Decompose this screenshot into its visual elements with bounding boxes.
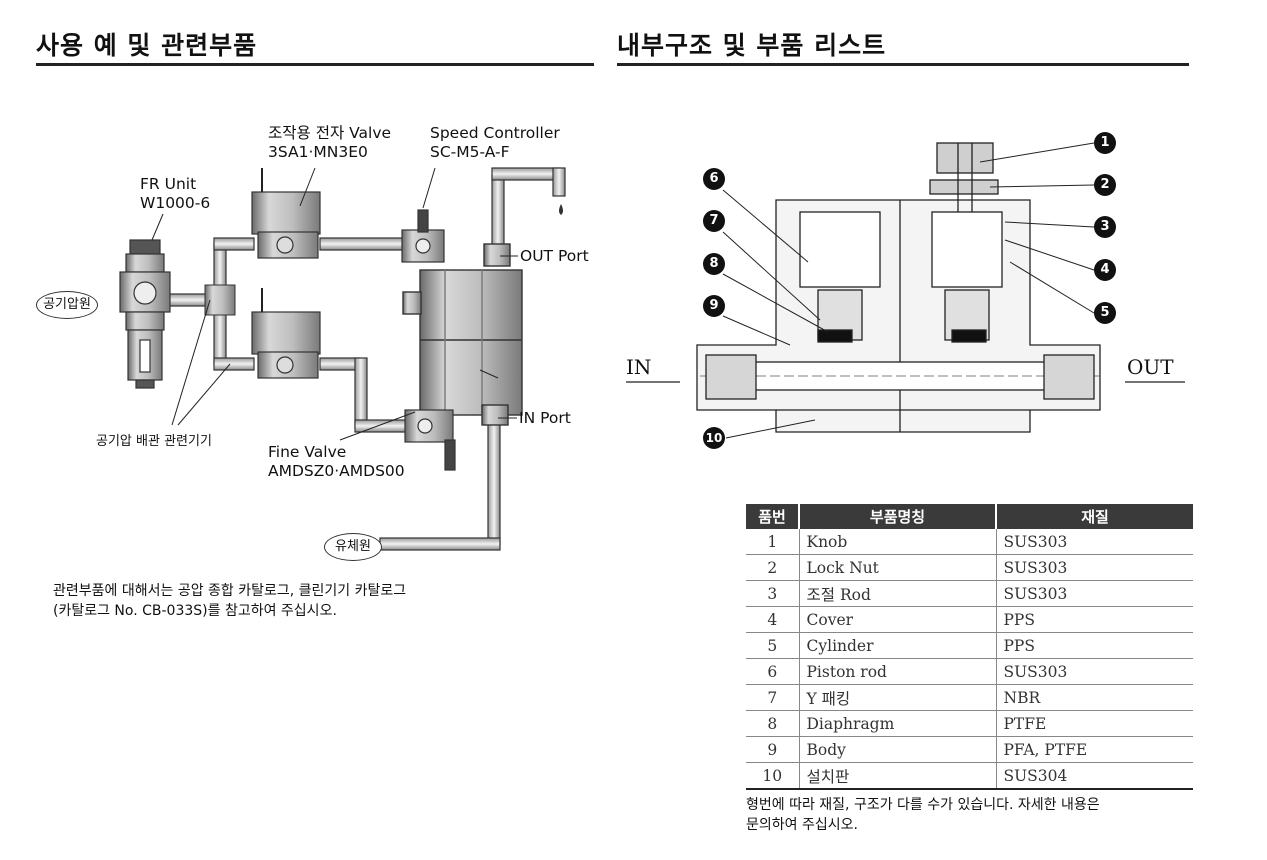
part-name: Body: [799, 736, 997, 763]
right-note-line-1: 형번에 따라 재질, 구조가 다를 수가 있습니다. 자세한 내용은: [746, 797, 1100, 813]
part-name: 조절 Rod: [799, 580, 997, 607]
callout-9: 9: [703, 295, 725, 317]
left-title-rule: [36, 63, 594, 66]
part-no: 6: [746, 658, 800, 685]
solenoid-valve-lower-drawing: [251, 288, 321, 379]
right-section-title: 내부구조 및 부품 리스트: [617, 31, 887, 60]
part-name: Piston rod: [799, 658, 997, 685]
air-source-oval: 공기압원: [36, 291, 98, 319]
part-name: Knob: [799, 529, 997, 555]
part-name: Y 패킹: [799, 684, 997, 711]
out-label: OUT: [1127, 355, 1174, 379]
callout-8: 8: [703, 253, 725, 275]
part-material: SUS304: [996, 762, 1193, 790]
left-note-line-2: (카탈로그 No. CB-033S)를 참고하여 주십시오.: [53, 603, 337, 619]
part-no: 3: [746, 580, 800, 607]
part-material: PPS: [996, 606, 1193, 633]
speed-controller-drawing: [401, 209, 445, 263]
part-material: SUS303: [996, 554, 1193, 581]
main-valve-drawing: [402, 243, 523, 426]
part-no: 1: [746, 529, 800, 555]
header-material: 재질: [996, 504, 1193, 529]
left-section-title: 사용 예 및 관련부품: [36, 31, 258, 60]
callout-2: 2: [1094, 174, 1116, 196]
part-name: Diaphragm: [799, 710, 997, 737]
callout-7: 7: [703, 210, 725, 232]
part-no: 7: [746, 684, 800, 711]
left-note-line-1: 관련부품에 대해서는 공압 종합 카탈로그, 클린기기 카탈로그: [53, 583, 407, 599]
part-no: 9: [746, 736, 800, 763]
part-no: 5: [746, 632, 800, 659]
part-no: 10: [746, 762, 800, 790]
header-part-no: 품번: [746, 504, 800, 529]
callout-5: 5: [1094, 302, 1116, 324]
fine-valve-model: AMDSZ0·AMDS00: [268, 462, 405, 480]
fine-valve-title: Fine Valve: [268, 443, 347, 461]
right-title-rule: [617, 63, 1189, 66]
callout-1: 1: [1094, 132, 1116, 154]
part-material: SUS303: [996, 529, 1193, 555]
piping-parts-label: 공기압 배관 관련기기: [96, 434, 212, 449]
part-name: Cylinder: [799, 632, 997, 659]
part-material: PTFE: [996, 710, 1193, 737]
speed-controller-model: SC-M5-A-F: [430, 143, 510, 161]
callout-6: 6: [703, 168, 725, 190]
pipe-fr-tee: [164, 293, 211, 307]
speed-controller-title: Speed Controller: [430, 124, 560, 142]
fr-unit-title: FR Unit: [140, 175, 197, 193]
fluid-source-oval: 유체원: [324, 533, 382, 561]
part-no: 8: [746, 710, 800, 737]
part-name: Lock Nut: [799, 554, 997, 581]
fr-unit-drawing: [119, 239, 171, 389]
header-part-name: 부품명칭: [799, 504, 997, 529]
callout-10: 10: [703, 427, 725, 449]
part-name: Cover: [799, 606, 997, 633]
part-material: NBR: [996, 684, 1193, 711]
part-material: SUS303: [996, 580, 1193, 607]
part-name: 설치판: [799, 762, 997, 790]
part-material: PFA, PTFE: [996, 736, 1193, 763]
right-note-line-2: 문의하여 주십시오.: [746, 817, 858, 833]
fine-valve-drawing: [404, 409, 456, 471]
solenoid-valve-model: 3SA1·MN3E0: [268, 143, 368, 161]
in-port-label: IN Port: [519, 409, 571, 427]
parts-table-header: 품번 부품명칭 재질: [746, 504, 1193, 529]
fr-unit-model: W1000-6: [140, 194, 211, 212]
solenoid-valve-title: 조작용 전자 Valve: [268, 124, 392, 142]
part-material: PPS: [996, 632, 1193, 659]
callout-3: 3: [1094, 216, 1116, 238]
callout-4: 4: [1094, 259, 1116, 281]
part-material: SUS303: [996, 658, 1193, 685]
in-label: IN: [626, 355, 652, 379]
cross-section-drawing: [626, 142, 1185, 433]
out-port-label: OUT Port: [520, 247, 589, 265]
solenoid-valve-upper-drawing: [251, 168, 321, 259]
part-no: 4: [746, 606, 800, 633]
part-no: 2: [746, 554, 800, 581]
